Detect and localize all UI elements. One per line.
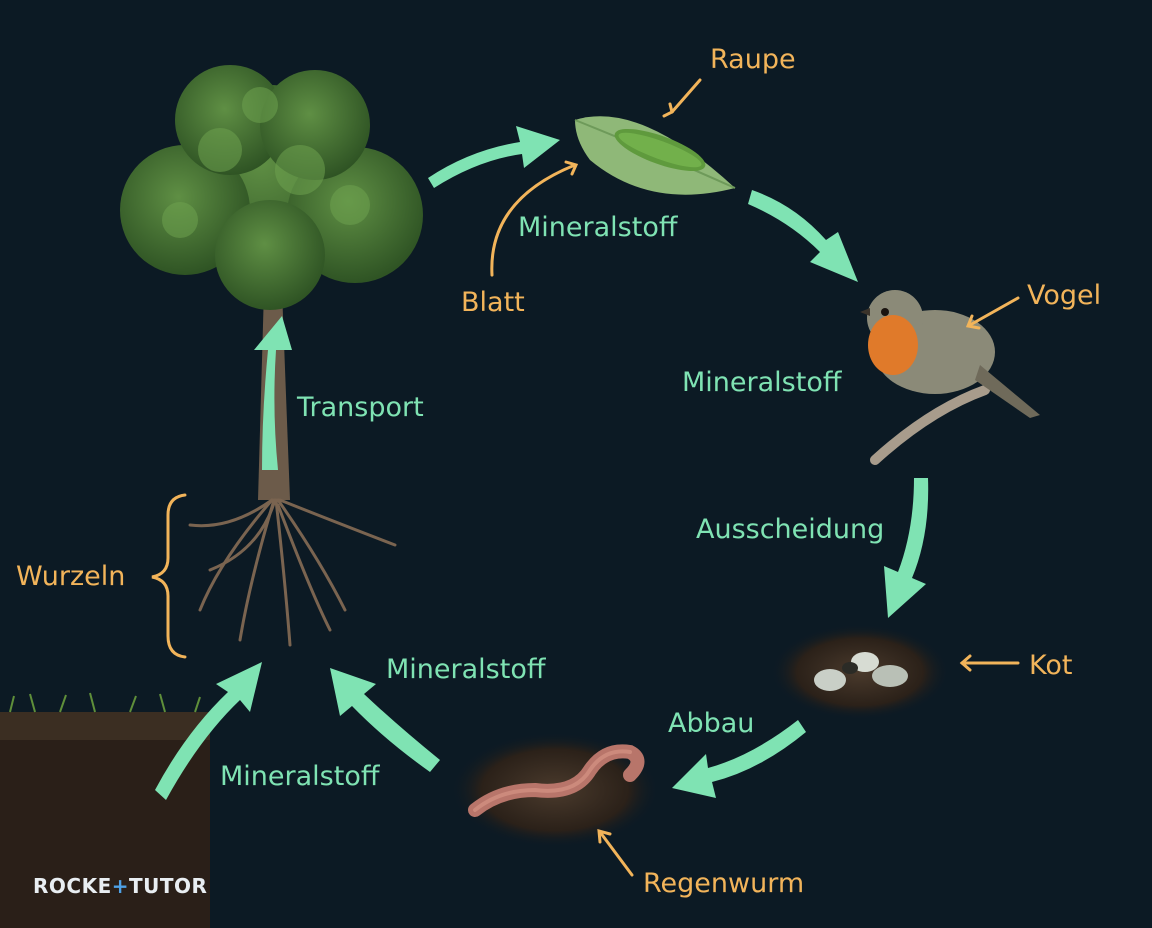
earthworm-illustration [450,732,660,848]
label-blatt: Blatt [461,287,525,318]
label-mineralstoff-bird: Mineralstoff [682,367,842,398]
arrow-soil-to-roots [155,662,262,800]
label-vogel: Vogel [1027,280,1102,311]
arrow-bird-to-droppings [884,478,929,618]
arrow-transport-up [254,316,292,470]
arrow-blatt [490,163,577,277]
label-kot: Kot [1029,650,1073,681]
arrow-raupe [670,78,702,114]
label-abbau: Abbau [668,708,755,739]
label-mineralstoff-leaf: Mineralstoff [518,212,678,243]
arrow-regenwurm [598,830,634,877]
arrow-droppings-to-worm [672,720,806,798]
label-transport: Transport [297,392,424,423]
bird-illustration [860,290,1040,465]
label-ausscheidung: Ausscheidung [696,514,885,545]
droppings-illustration [770,624,950,720]
rocketutor-logo: ROCKE+TUTOR [33,874,208,898]
arrow-tree-to-leaf [428,126,560,188]
arrow-worm-to-roots [330,668,440,772]
pointer-arrows [151,78,1020,877]
label-wurzeln: Wurzeln [16,561,126,592]
label-mineralstoff-worm: Mineralstoff [386,654,546,685]
arrow-leaf-to-bird [748,190,858,282]
soil-block-illustration [0,692,210,928]
label-regenwurm: Regenwurm [643,868,805,899]
label-raupe: Raupe [710,44,796,75]
caterpillar-leaf-illustration [574,116,736,195]
wurzeln-brace [151,493,187,659]
cycle-arrows [155,126,929,800]
arrow-vogel [968,296,1020,327]
tree-illustration [120,65,423,647]
label-mineralstoff-soil: Mineralstoff [220,761,380,792]
